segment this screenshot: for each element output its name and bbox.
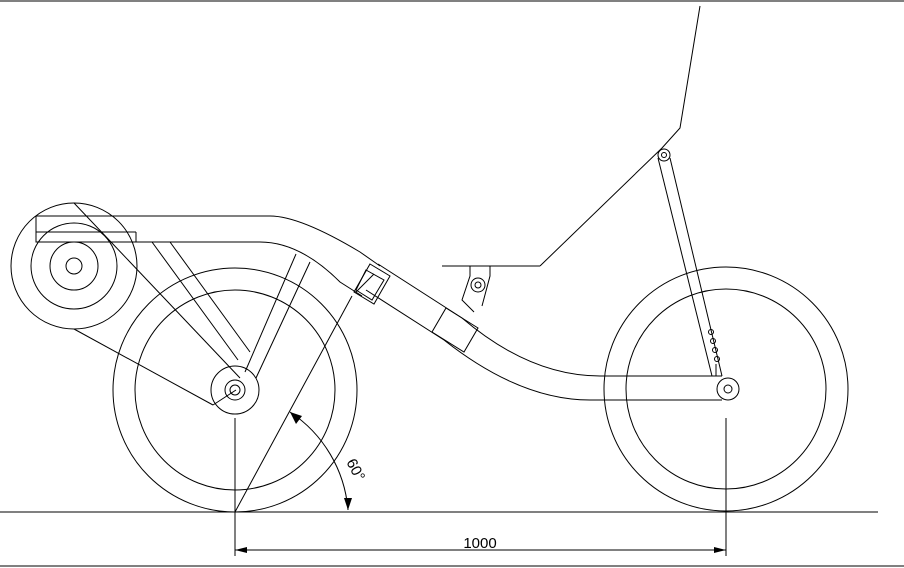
front-hub (716, 377, 740, 401)
main-frame-tube (365, 263, 722, 401)
rear-stays (212, 253, 311, 406)
angle-dimension: 60° (289, 411, 368, 511)
front-clamp (353, 263, 391, 305)
chainring (10, 202, 241, 406)
rear-hub (210, 365, 260, 415)
seat (539, 5, 701, 267)
front-seat-stay (657, 148, 723, 377)
mid-clamp (431, 307, 479, 353)
seat-strut (234, 273, 375, 513)
rear-boom (35, 215, 381, 361)
wheelbase-label: 1000 (463, 535, 496, 552)
wheelbase-dimension: 1000 (234, 418, 727, 556)
seat-mount (442, 265, 540, 313)
angle-label: 60° (342, 456, 368, 484)
